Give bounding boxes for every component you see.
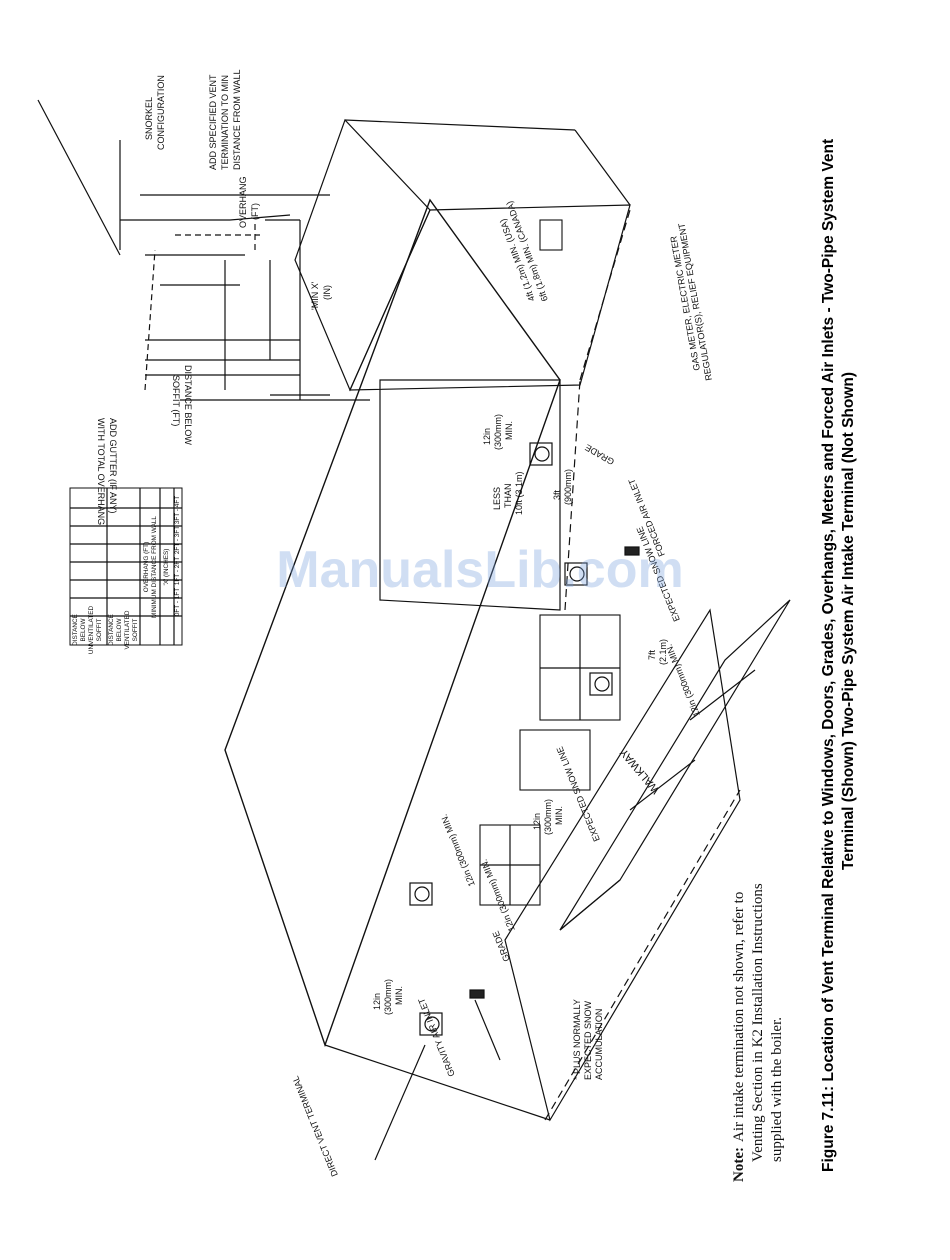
table-hdr-unvent-3: UNVENTILATED bbox=[88, 606, 95, 655]
table-hdr-vent-2: BELOW bbox=[116, 617, 123, 641]
table-hdr-vent-3: VENTILATED bbox=[124, 610, 131, 649]
detail-overhang-1: OVERHANG bbox=[238, 176, 248, 228]
detail-snorkel-1: SNORKEL bbox=[144, 97, 154, 140]
detail-snorkel-2: CONFIGURATION bbox=[156, 75, 166, 150]
dim-door-300: (300mm) bbox=[543, 799, 553, 835]
dim-box-min: MIN. bbox=[504, 421, 514, 440]
table-hdr-x: 'X' (INCHES) bbox=[163, 549, 170, 586]
label-snow-note-3: ACCUMULATION bbox=[594, 1009, 604, 1080]
table-hdr-overhang: OVERHANG (FT) bbox=[143, 542, 150, 592]
forced-inlet-hatch bbox=[624, 546, 640, 556]
dim-left-12in: 12in bbox=[372, 993, 382, 1010]
dim-box-12in: 12in bbox=[482, 428, 492, 445]
dim-less-2: THAN bbox=[503, 484, 513, 509]
detail-dist-below-1: DISTANCE BELOW bbox=[183, 365, 193, 445]
label-snow-note-2: EXPECTED SNOW bbox=[583, 1000, 593, 1080]
table-hdr-min-dist: MINIMUM DISTANCE FROM WALL bbox=[151, 516, 158, 618]
caption-line-2: Terminal (Shown) Two-Pipe System Air Int… bbox=[840, 372, 857, 870]
vent-terminal-side bbox=[564, 562, 588, 586]
note-label: Note: bbox=[731, 1147, 747, 1182]
vent-terminal-box bbox=[529, 442, 553, 466]
dim-7ft: 7ft bbox=[647, 649, 657, 660]
dim-left-min: MIN. bbox=[394, 986, 404, 1005]
dim-2-1m: (2.1m) bbox=[658, 639, 668, 665]
detail-min-x-1: 'MIN X' bbox=[310, 281, 320, 310]
note-line-2: Venting Section in K2 Installation Instr… bbox=[750, 883, 766, 1162]
table-hdr-vent-1: DISTANCE bbox=[108, 614, 115, 646]
overhang-detail: ADD GUTTER (IF ANY) WITH TOTAL OVERHANG … bbox=[37, 69, 370, 525]
label-snow-note-1: * PLUS NORMALLY bbox=[572, 999, 582, 1080]
note-line-1: Air intake termination not shown, refer … bbox=[731, 892, 747, 1142]
gravity-inlet-hatch bbox=[469, 989, 485, 999]
table-hdr-unvent-1: DISTANCE bbox=[72, 614, 79, 646]
dim-grade-12in-b: 12in (300mm) MIN. bbox=[439, 813, 477, 888]
label-direct-vent: DIRECT VENT TERMINAL bbox=[290, 1075, 340, 1178]
table-hdr-unvent-2: BELOW bbox=[80, 617, 87, 641]
detail-specified-1: ADD SPECIFIED VENT bbox=[208, 74, 218, 170]
detail-min-x-2: (IN) bbox=[322, 285, 332, 300]
dim-3ft: 3ft bbox=[552, 489, 562, 500]
label-snow-line-1: EXPECTED SNOW LINE bbox=[555, 745, 602, 843]
door bbox=[519, 729, 591, 791]
note-line-3: supplied with the boiler. bbox=[769, 1017, 785, 1162]
detail-specified-2: TERMINATION TO MIN bbox=[220, 75, 230, 170]
table-col-2: 2FT - 3FT bbox=[174, 526, 181, 554]
overhang-table: DISTANCE BELOW UNVENTILATED SOFFIT DISTA… bbox=[69, 487, 183, 655]
table-hdr-vent-4: SOFFIT bbox=[132, 619, 139, 642]
dim-less-3: 10ft (3.1m) bbox=[514, 471, 524, 515]
watermark: ManualsLib.com bbox=[276, 541, 684, 599]
dim-less-1: LESS bbox=[492, 487, 502, 510]
detail-dist-below-2: SOFFIT (FT) bbox=[171, 375, 181, 426]
dim-left-300: (300mm) bbox=[383, 979, 393, 1015]
gas-meter bbox=[539, 219, 563, 251]
caption-line-1: Figure 7.11: Location of Vent Terminal R… bbox=[820, 139, 837, 1172]
detail-add-gutter-1: ADD GUTTER (IF ANY) bbox=[108, 418, 118, 514]
dim-door-min: MIN. bbox=[554, 806, 564, 825]
vent-terminal-mid bbox=[409, 882, 433, 906]
dim-door-12in: 12in bbox=[532, 813, 542, 830]
label-grade-right: GRADE bbox=[583, 442, 616, 467]
detail-overhang-2: (FT) bbox=[250, 203, 260, 220]
table-col-3: 3FT - 4FT bbox=[174, 496, 181, 524]
building-drawing bbox=[224, 118, 791, 1161]
detail-specified-3: DISTANCE FROM WALL bbox=[232, 69, 242, 170]
table-col-1: 1FT - 2FT bbox=[174, 557, 181, 585]
label-walkway: WALKWAY bbox=[618, 746, 663, 796]
table-col-0: 0FT - 1FT bbox=[174, 588, 181, 616]
vent-terminal-right bbox=[589, 672, 613, 696]
table-hdr-unvent-4: SOFFIT bbox=[96, 619, 103, 642]
vent-terminal-left bbox=[419, 1012, 443, 1036]
dim-grade-12in-a: 12in (300mm) MIN. bbox=[479, 858, 517, 933]
detail-add-gutter-2: WITH TOTAL OVERHANG bbox=[96, 418, 106, 525]
dim-900: (900mm) bbox=[563, 469, 573, 505]
label-gravity-inlet: GRAVITY AIR INLET bbox=[416, 996, 457, 1078]
dim-box-300: (300mm) bbox=[493, 414, 503, 450]
